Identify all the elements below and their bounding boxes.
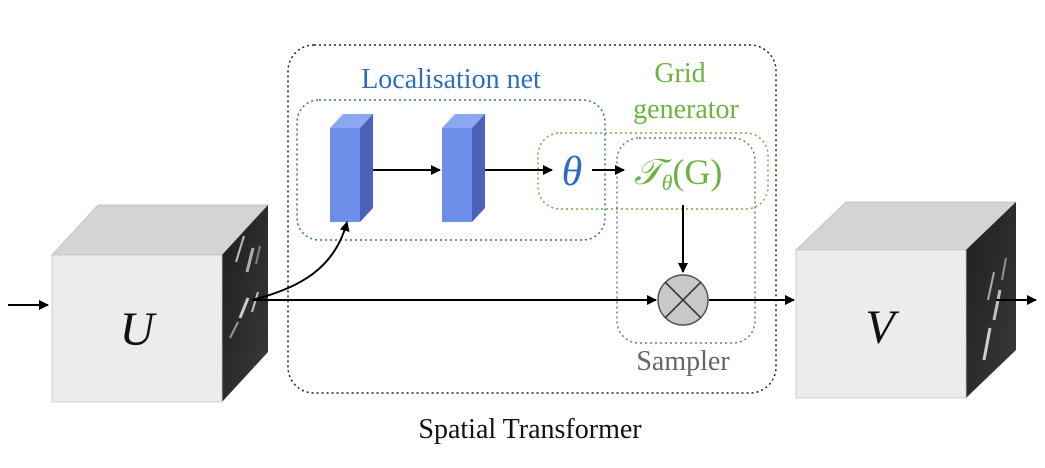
- output-cube-front: [795, 249, 967, 399]
- output-cube-texture: [982, 257, 1007, 361]
- grid-generator-box: [537, 132, 769, 210]
- spatial-transformer-box: [287, 44, 777, 394]
- layer-2-side: [472, 114, 485, 222]
- input-label-u: U: [120, 303, 158, 356]
- layer-1-front: [330, 128, 360, 222]
- input-cube-front: [51, 254, 223, 403]
- localisation-layer-1: [330, 114, 373, 222]
- input-feature-map-cube: [51, 204, 269, 403]
- sampler-box: [616, 137, 756, 344]
- arrow-u-to-localisation: [251, 221, 350, 301]
- grid-generator-title-line2: generator: [633, 94, 739, 125]
- sampler-title: Sampler: [636, 346, 730, 377]
- transform-label-args: (G): [672, 152, 722, 192]
- spatial-transformer-caption: Spatial Transformer: [418, 414, 642, 445]
- sampler-node: [657, 274, 709, 326]
- localisation-layer-2: [442, 114, 485, 222]
- output-feature-map-cube: [795, 201, 1017, 399]
- layer-2-top: [442, 114, 485, 128]
- grid-generator-title-line1: Grid: [654, 58, 705, 89]
- output-label-v: V: [865, 301, 899, 354]
- layer-1-top: [330, 114, 373, 128]
- sampler-cross-2: [664, 281, 702, 319]
- localisation-net-title: Localisation net: [361, 64, 541, 95]
- output-cube-side: [966, 202, 1016, 398]
- layer-2-front: [442, 128, 472, 222]
- theta-label: θ: [562, 149, 583, 195]
- layer-1-side: [360, 114, 373, 222]
- transform-label-sub: θ: [662, 170, 673, 195]
- input-cube-texture: [229, 235, 261, 339]
- transform-label: 𝒯θ(G): [634, 152, 722, 195]
